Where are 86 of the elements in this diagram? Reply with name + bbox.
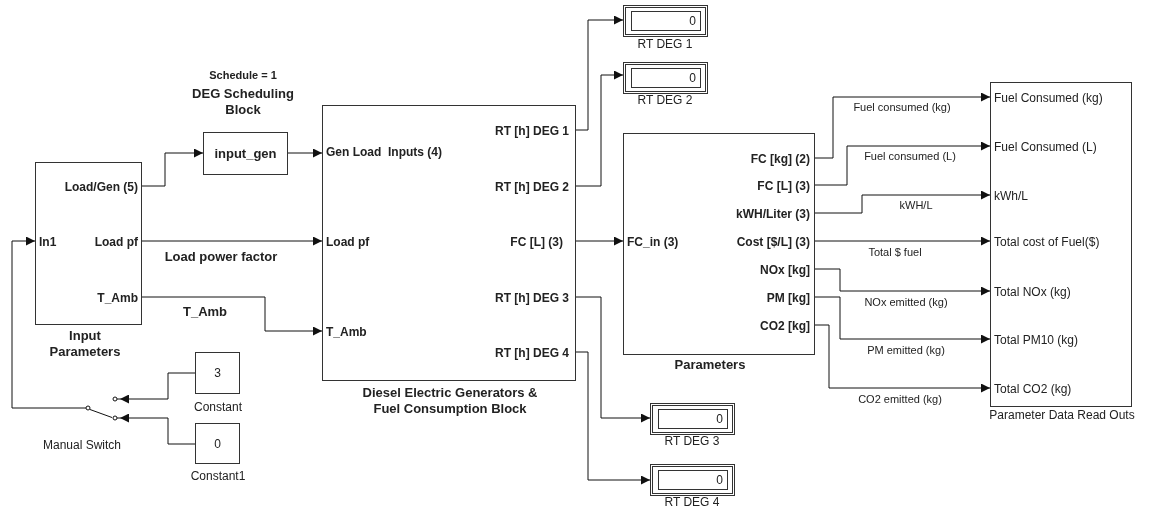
edge-label: Total $ fuel bbox=[867, 246, 923, 258]
edge-label: PM emitted (kg) bbox=[866, 344, 946, 356]
port-label: T_Amb bbox=[326, 325, 367, 339]
port-label: FC [L] (3) bbox=[757, 179, 810, 193]
port-label: kWH/Liter (3) bbox=[736, 207, 810, 221]
arrow bbox=[814, 236, 991, 246]
block-caption: Parameter Data Read Outs bbox=[988, 408, 1136, 423]
port-label: 0 bbox=[213, 437, 222, 451]
arrow bbox=[814, 268, 991, 296]
port-label: Load/Gen (5) bbox=[64, 180, 138, 194]
block-caption: RT DEG 3 bbox=[663, 434, 721, 449]
port-label: Fuel Consumed (kg) bbox=[994, 91, 1103, 105]
port-label: Total PM10 (kg) bbox=[994, 333, 1079, 347]
arrow bbox=[575, 15, 624, 131]
port-label: RT [h] DEG 2 bbox=[495, 180, 569, 194]
port-label: Total NOx (kg) bbox=[994, 285, 1071, 299]
display-value: 0 bbox=[658, 470, 728, 490]
arrow bbox=[814, 296, 991, 344]
arrow bbox=[119, 413, 196, 445]
block-caption: DEG Scheduling Block bbox=[191, 86, 295, 118]
display-block bbox=[623, 62, 708, 94]
port-label: Fuel Consumed (L) bbox=[994, 140, 1097, 154]
block-caption: RT DEG 4 bbox=[663, 495, 721, 510]
edge-label: NOx emitted (kg) bbox=[863, 296, 949, 308]
block-caption: Input Parameters bbox=[48, 328, 122, 360]
edge-label: Load power factor bbox=[163, 251, 279, 263]
port-label: In1 bbox=[39, 235, 57, 249]
port-label: 3 bbox=[213, 366, 222, 380]
function-block bbox=[35, 162, 142, 325]
arrow bbox=[575, 70, 624, 187]
block-caption: Constant bbox=[193, 400, 243, 415]
display-value: 0 bbox=[658, 409, 728, 429]
block-caption: Parameters bbox=[673, 357, 747, 373]
function-block bbox=[990, 82, 1132, 407]
port-label: Load pf bbox=[94, 235, 138, 249]
port-label: Load pf bbox=[326, 235, 370, 249]
function-block bbox=[195, 423, 240, 464]
port-label: input_gen bbox=[213, 147, 278, 161]
port-label: FC_in (3) bbox=[627, 235, 679, 249]
display-block bbox=[650, 403, 735, 435]
block-caption: Constant1 bbox=[189, 469, 247, 484]
block-caption: Diesel Electric Generators & Fuel Consumption Block bbox=[361, 385, 539, 417]
arrow bbox=[814, 141, 991, 186]
arrow bbox=[814, 324, 991, 393]
edge-label: CO2 emitted (kg) bbox=[857, 393, 943, 405]
display-value: 0 bbox=[631, 11, 701, 31]
port-label: FC [L] (3) bbox=[510, 235, 563, 249]
block-caption: Schedule = 1 bbox=[208, 68, 278, 82]
edge-label: Fuel consumed (kg) bbox=[852, 101, 952, 113]
block-caption: RT DEG 1 bbox=[636, 37, 694, 52]
block-caption: Manual Switch bbox=[41, 438, 122, 453]
function-block bbox=[195, 352, 240, 394]
arrow bbox=[119, 372, 196, 404]
arrow bbox=[575, 351, 651, 485]
port-label: Total CO2 (kg) bbox=[994, 382, 1072, 396]
port-label: FC [kg] (2) bbox=[750, 152, 810, 166]
display-block bbox=[623, 5, 708, 37]
arrow bbox=[575, 236, 624, 246]
function-block bbox=[623, 133, 815, 355]
arrow bbox=[141, 296, 323, 336]
arrow bbox=[814, 92, 991, 159]
port-label: CO2 [kg] bbox=[760, 319, 810, 333]
arrow bbox=[287, 148, 323, 158]
port-label: RT [h] DEG 3 bbox=[495, 291, 569, 305]
port-label: kWh/L bbox=[994, 189, 1028, 203]
display-value: 0 bbox=[631, 68, 701, 88]
function-block bbox=[322, 105, 576, 381]
port-label: NOx [kg] bbox=[760, 263, 810, 277]
port-label: Gen Load Inputs (4) bbox=[326, 145, 442, 159]
block-caption: RT DEG 2 bbox=[636, 93, 694, 108]
edge-label: Fuel consumed (L) bbox=[863, 150, 957, 162]
arrow bbox=[575, 296, 651, 423]
arrow bbox=[141, 148, 204, 187]
function-block bbox=[203, 132, 288, 175]
port-label: T_Amb bbox=[97, 291, 138, 305]
display-block bbox=[650, 464, 735, 496]
edge-label: kWH/L bbox=[898, 199, 934, 211]
port-label: Cost [$/L] (3) bbox=[736, 235, 810, 249]
arrow bbox=[814, 190, 991, 214]
arrow bbox=[141, 236, 323, 246]
port-label: RT [h] DEG 4 bbox=[495, 346, 569, 360]
edge-label: T_Amb bbox=[181, 306, 229, 318]
port-label: RT [h] DEG 1 bbox=[495, 124, 569, 138]
port-label: PM [kg] bbox=[766, 291, 810, 305]
arrow bbox=[11, 236, 79, 409]
port-label: Total cost of Fuel($) bbox=[994, 235, 1100, 249]
